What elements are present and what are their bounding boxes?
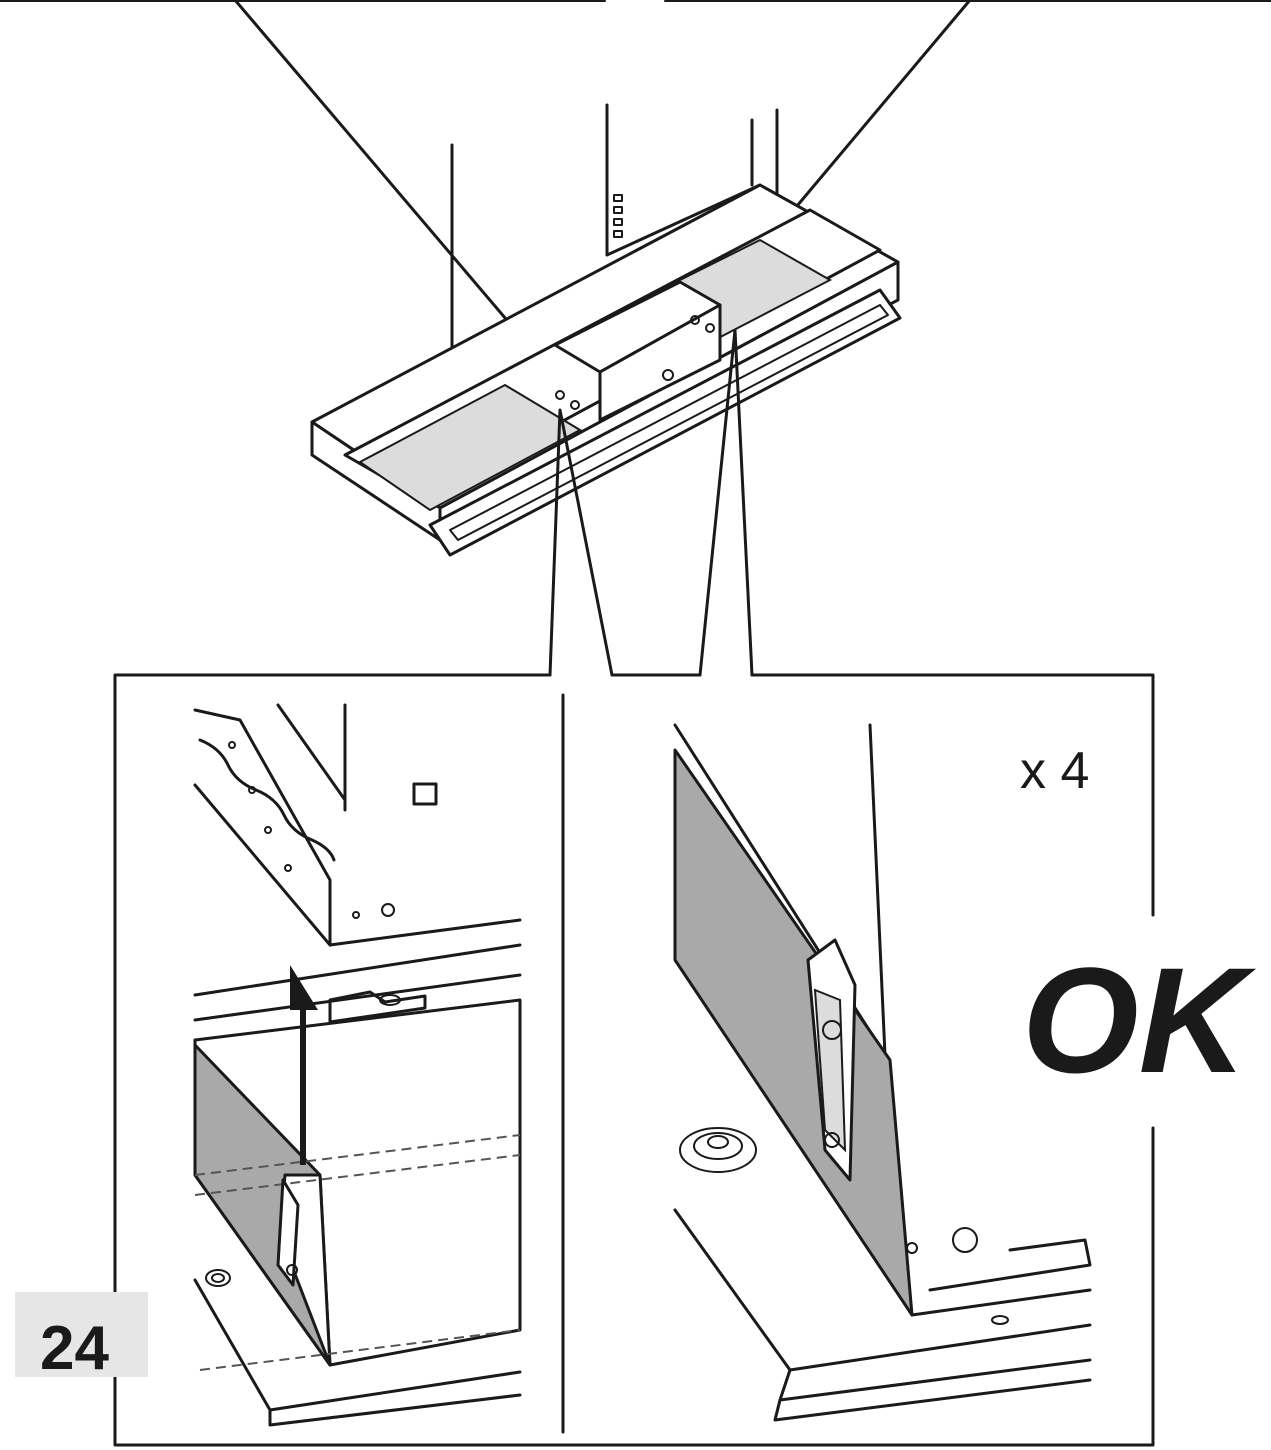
wall-cabinet xyxy=(450,103,779,362)
detail-frame xyxy=(113,673,1155,1447)
zoom-cones xyxy=(548,328,754,677)
left-rail xyxy=(193,943,522,1024)
ok-label: OK xyxy=(1022,936,1257,1104)
left-upper-bracket xyxy=(193,703,522,947)
wall-slots xyxy=(613,194,623,238)
detail-right xyxy=(673,723,1092,1422)
cooker-hood xyxy=(310,183,902,557)
up-arrow-icon xyxy=(290,965,318,1165)
right-grommet xyxy=(679,1127,757,1173)
left-panel xyxy=(193,998,522,1427)
step-number-badge: 24 xyxy=(15,1292,148,1383)
right-base-plate xyxy=(673,1208,1092,1422)
detail-left xyxy=(193,703,522,1427)
quantity-label: x 4 xyxy=(1020,742,1089,800)
hood-screws xyxy=(555,315,715,410)
step-number: 24 xyxy=(40,1314,109,1383)
